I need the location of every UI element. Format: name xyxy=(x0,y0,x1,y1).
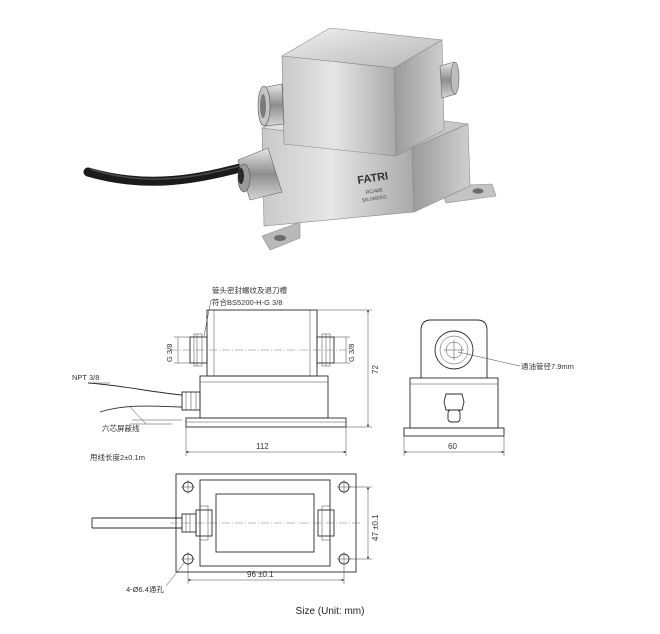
cable xyxy=(83,163,245,186)
g38-left-label: G 3/8 xyxy=(165,344,174,362)
length-value: 112 xyxy=(256,442,269,451)
width-value: 60 xyxy=(448,442,457,451)
hole-length-value: 96 ±0.1 xyxy=(247,570,274,579)
height-dimension xyxy=(317,309,372,428)
brand-label: FATRI xyxy=(357,170,389,187)
model-label: RC/485 xyxy=(365,187,383,196)
upper-block xyxy=(281,27,445,157)
side-view xyxy=(403,319,521,437)
serial-label: SN:000001 xyxy=(361,194,387,204)
front-view xyxy=(87,299,347,428)
g38-dimensions xyxy=(174,336,350,364)
npt-label: NPT 3/8 xyxy=(72,373,99,382)
figure-caption: Size (Unit: mm) xyxy=(295,606,365,617)
shielded-cable-label: 六芯屏蔽线 xyxy=(102,423,140,433)
cable-gland xyxy=(237,147,283,201)
left-port xyxy=(257,83,285,127)
hole-width-value: 47 ±0.1 xyxy=(371,514,380,541)
mounting-hole xyxy=(337,480,351,494)
thread-note-line2: 符合BS5200-H-G 3/8 xyxy=(212,297,282,307)
top-view xyxy=(91,473,362,587)
length-dimension xyxy=(185,427,347,456)
cable-length-label: 甩线长度2±0.1m xyxy=(90,452,145,462)
oil-passage-label: 通油管径7.9mm xyxy=(521,361,574,371)
g38-right-label: G 3/8 xyxy=(347,344,356,362)
mounting-hole xyxy=(181,552,195,566)
thread-note-line1: 管头密封螺纹及退刀槽 xyxy=(212,285,287,295)
right-port xyxy=(439,61,460,99)
height-value: 72 xyxy=(371,365,380,374)
product-photo: FATRI RC/485 SN:000001 xyxy=(83,27,497,251)
mounting-hole xyxy=(337,552,351,566)
mount-holes-label: 4-Ø6.4通孔 xyxy=(126,584,164,594)
hole-width-dimension xyxy=(350,486,372,560)
mounting-hole xyxy=(181,480,195,494)
width-dimension xyxy=(403,436,505,456)
hole-length-dimension xyxy=(187,566,345,584)
